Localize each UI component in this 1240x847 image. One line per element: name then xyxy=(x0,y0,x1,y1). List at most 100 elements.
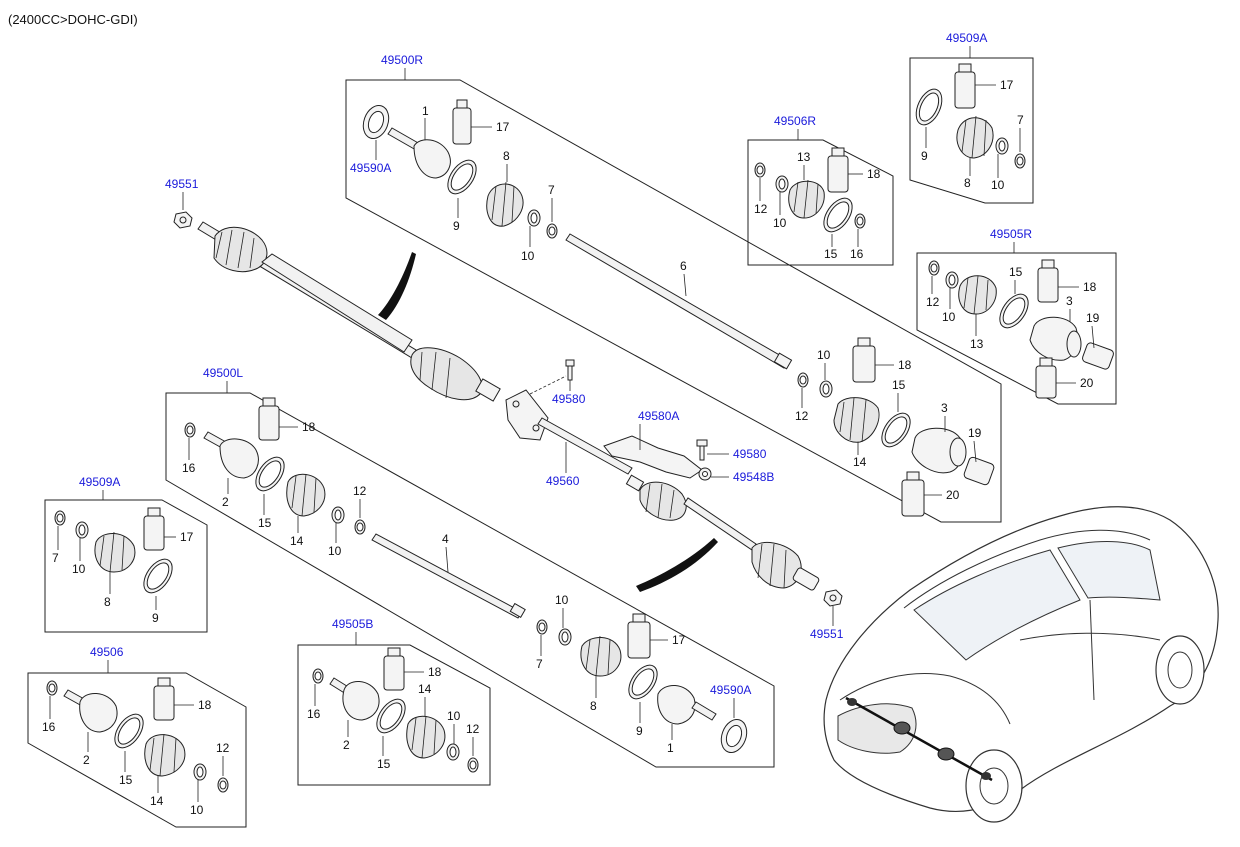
boot-8-49509A-left[interactable] xyxy=(94,531,136,573)
circlip-7-49509A-left[interactable] xyxy=(54,510,66,526)
bolt-49580-top[interactable] xyxy=(565,359,575,381)
label-7-49509A-left: 7 xyxy=(52,551,59,565)
grease-tube-17-49500L[interactable] xyxy=(627,613,651,659)
ref-49560[interactable]: 49560 xyxy=(546,474,580,488)
ref-49500R[interactable]: 49500R xyxy=(381,53,423,67)
grease-tube-20-mid[interactable] xyxy=(901,471,925,517)
nut-49551-top[interactable] xyxy=(173,211,193,229)
circlip-12-49505B[interactable] xyxy=(467,757,479,773)
boot-8-49500L[interactable] xyxy=(580,635,622,677)
drive-shaft-left-assembly[interactable] xyxy=(625,474,820,591)
clamp-10-49505B[interactable] xyxy=(446,743,460,761)
cap-19-mid[interactable] xyxy=(963,456,995,486)
grease-tube-17-49509A-left[interactable] xyxy=(143,507,165,551)
clamp-10-49505R[interactable] xyxy=(945,271,959,289)
band-clamp-15-49505B[interactable] xyxy=(371,694,411,738)
boot-14-49500L[interactable] xyxy=(286,473,326,517)
ref-49580-mid[interactable]: 49580 xyxy=(733,447,767,461)
clamp-10-49506R[interactable] xyxy=(775,175,789,193)
housing-2-49505B[interactable] xyxy=(329,677,380,721)
circlip-12-49506R[interactable] xyxy=(754,162,766,178)
ref-49506[interactable]: 49506 xyxy=(90,645,124,659)
nut-49548B[interactable] xyxy=(698,467,712,481)
circlip-7-tr[interactable] xyxy=(1014,153,1026,169)
band-clamp-15-49506[interactable] xyxy=(109,709,149,753)
ref-49505B[interactable]: 49505B xyxy=(332,617,373,631)
tone-ring-49590A-bottom[interactable] xyxy=(717,716,751,756)
ref-49551-mid[interactable]: 49551 xyxy=(810,627,844,641)
clamp-10-49509A-left[interactable] xyxy=(75,521,89,539)
grease-tube-20-49505R[interactable] xyxy=(1035,357,1057,399)
label-2-49506: 2 xyxy=(83,753,90,767)
band-clamp-9-49509A-left[interactable] xyxy=(138,554,178,598)
band-clamp-9-49500L[interactable] xyxy=(623,660,663,704)
ref-49509A-left[interactable]: 49509A xyxy=(79,475,120,489)
boot-14-49505B[interactable] xyxy=(406,715,446,759)
ref-49500L[interactable]: 49500L xyxy=(203,366,243,380)
ref-49590A-bottom[interactable]: 49590A xyxy=(710,683,751,697)
band-clamp-9-top[interactable] xyxy=(442,155,482,199)
ref-49551-top[interactable]: 49551 xyxy=(165,177,199,191)
boot-8-tr[interactable] xyxy=(956,115,994,159)
grease-tube-18-49505B[interactable] xyxy=(383,647,405,691)
circlip-16-49505B[interactable] xyxy=(312,668,324,684)
band-clamp-15-49500L[interactable] xyxy=(250,452,290,496)
grease-tube-18-49500L[interactable] xyxy=(258,397,280,441)
ref-49580A[interactable]: 49580A xyxy=(638,409,679,423)
band-clamp-15-49506R[interactable] xyxy=(818,193,858,237)
circlip-16-49506R[interactable] xyxy=(854,213,866,229)
boot-13-49505R[interactable] xyxy=(958,275,997,315)
shaft-4[interactable] xyxy=(371,533,526,619)
housing-3-mid[interactable] xyxy=(911,427,967,474)
bolt-49580-mid[interactable] xyxy=(696,439,708,461)
nut-49551-mid[interactable] xyxy=(823,589,843,607)
grease-tube-18-49506R[interactable] xyxy=(827,147,849,193)
clamp-10-tr[interactable] xyxy=(995,137,1009,155)
boot-14-mid[interactable] xyxy=(833,397,880,443)
circlip-7-49500L[interactable] xyxy=(536,619,548,635)
ref-49509A-top[interactable]: 49509A xyxy=(946,31,987,45)
grease-tube-18-49506[interactable] xyxy=(153,677,175,721)
clamp-10-49506[interactable] xyxy=(193,763,207,781)
ref-49505R[interactable]: 49505R xyxy=(990,227,1032,241)
circlip-12-49500L[interactable] xyxy=(354,519,366,535)
grease-tube-17-top[interactable] xyxy=(452,99,472,145)
drive-shaft-right-assembly[interactable] xyxy=(197,221,501,402)
ref-49590A-top[interactable]: 49590A xyxy=(350,161,391,175)
housing-3-49505R[interactable] xyxy=(1029,316,1082,361)
boot-8-top[interactable] xyxy=(486,181,524,227)
outer-joint-part-1-bottom[interactable] xyxy=(657,685,717,725)
label-18-49505B: 18 xyxy=(428,665,442,679)
clamp-10-49500L-b[interactable] xyxy=(558,628,572,646)
clamp-10-mid[interactable] xyxy=(819,380,833,398)
grease-tube-18-49505R[interactable] xyxy=(1037,259,1059,303)
band-clamp-15-mid[interactable] xyxy=(876,408,916,452)
housing-2-49500L[interactable] xyxy=(203,431,259,479)
tone-ring-49590A-top[interactable] xyxy=(359,102,393,142)
grease-tube-17-tr[interactable] xyxy=(954,63,976,109)
ref-49580-top[interactable]: 49580 xyxy=(552,392,586,406)
heat-shield-49580A[interactable] xyxy=(603,435,703,479)
circlip-12-49506[interactable] xyxy=(217,777,229,793)
boot-14-49506[interactable] xyxy=(144,733,186,777)
ref-49506R[interactable]: 49506R xyxy=(774,114,816,128)
clamp-10-49500L-a[interactable] xyxy=(331,506,345,524)
band-clamp-15-49505R[interactable] xyxy=(994,289,1034,333)
circlip-16-49500L[interactable] xyxy=(184,422,196,438)
clamp-10-top[interactable] xyxy=(527,209,541,227)
shaft-6[interactable] xyxy=(565,233,793,370)
circlip-16-49506[interactable] xyxy=(46,680,58,696)
circlip-12-mid[interactable] xyxy=(797,372,809,388)
boot-13-49506R[interactable] xyxy=(788,179,825,219)
circlip-12-49505R[interactable] xyxy=(928,260,940,276)
band-clamp-9-tr[interactable] xyxy=(911,85,947,129)
cap-19-49505R[interactable] xyxy=(1081,342,1114,370)
bearing-bracket-49560[interactable] xyxy=(505,389,633,475)
ref-49548B[interactable]: 49548B xyxy=(733,470,774,484)
outer-joint-part-1-top[interactable] xyxy=(387,127,451,179)
grease-tube-18-mid[interactable] xyxy=(852,337,876,383)
housing-2-49506[interactable] xyxy=(63,689,118,733)
circlip-7-top[interactable] xyxy=(546,223,558,239)
label-17-tr: 17 xyxy=(1000,78,1014,92)
arrow-pointer-lower xyxy=(636,538,718,592)
